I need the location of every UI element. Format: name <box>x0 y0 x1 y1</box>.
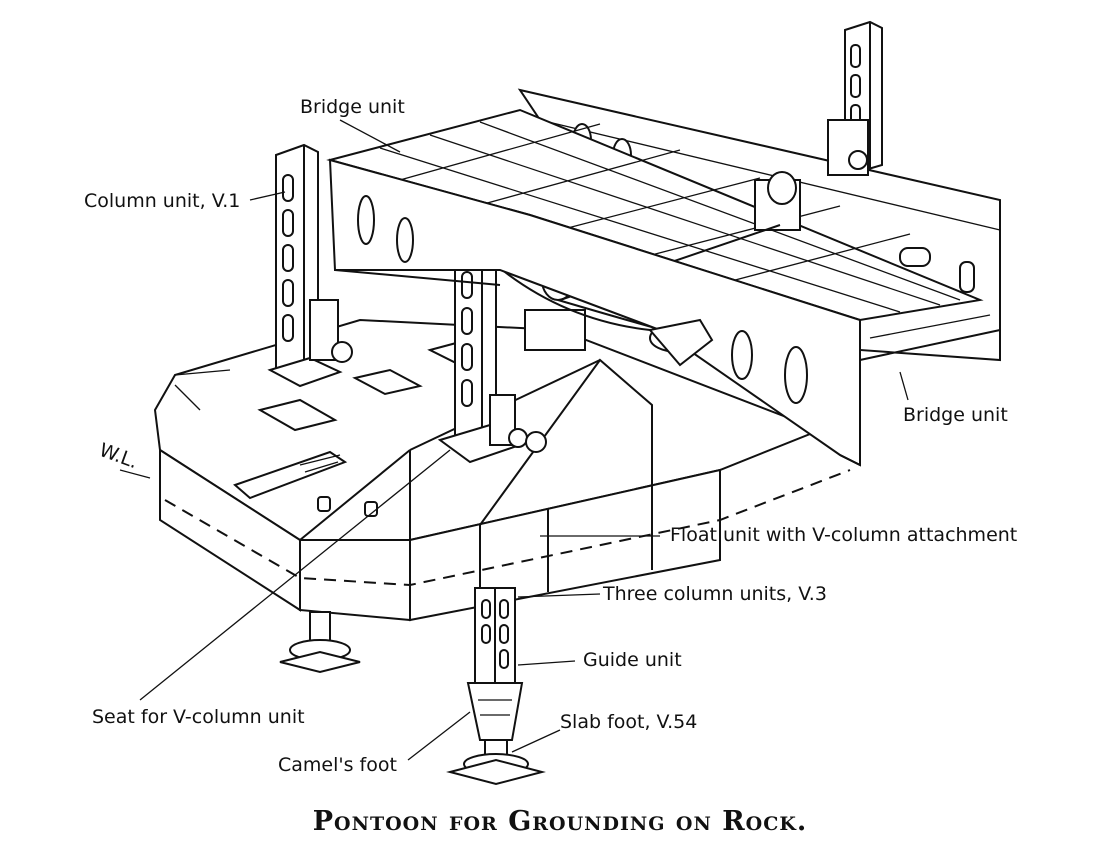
label-three-column-units: Three column units, V.3 <box>602 583 827 605</box>
labels: Bridge unit Column unit, V.1 Bridge unit… <box>84 96 1017 776</box>
leader-lines <box>119 119 909 761</box>
figure-caption: Pontoon for Grounding on Rock. <box>313 806 808 837</box>
label-seat-v-column: Seat for V-column unit <box>92 706 305 728</box>
bridge-deck <box>326 108 984 322</box>
label-float-unit: Float unit with V-column attachment <box>670 524 1017 546</box>
label-slab-foot: Slab foot, V.54 <box>560 711 697 733</box>
label-bridge-unit-right: Bridge unit <box>903 404 1008 426</box>
column-unit-rear <box>827 20 883 176</box>
column-leg-front <box>446 587 546 786</box>
label-camels-foot: Camel's foot <box>278 754 397 776</box>
label-column-unit-v1: Column unit, V.1 <box>84 190 240 212</box>
column-unit-v1 <box>267 143 353 388</box>
label-guide-unit: Guide unit <box>583 649 682 671</box>
label-water-line: W.L. <box>96 439 140 473</box>
bridge-unit-front <box>328 158 861 467</box>
left-foot <box>279 611 361 674</box>
label-bridge-unit-top: Bridge unit <box>300 96 405 118</box>
